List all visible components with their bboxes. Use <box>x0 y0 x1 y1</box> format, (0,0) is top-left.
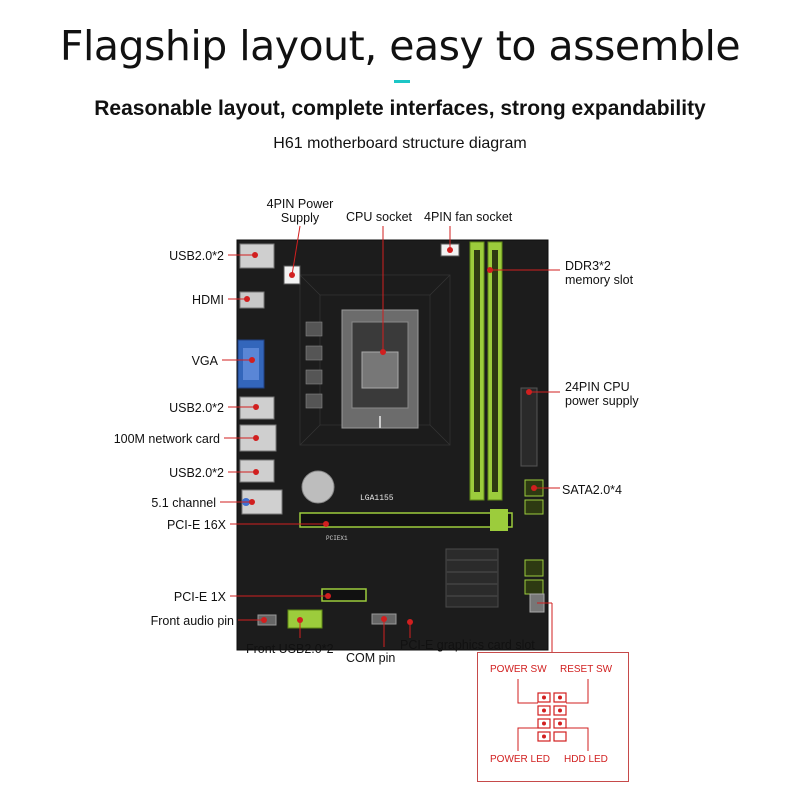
fp-power-sw: POWER SW <box>490 664 547 675</box>
label-front-audio: Front audio pin <box>150 614 234 628</box>
label-power4: 4PIN Power Supply <box>262 197 338 225</box>
label-power24-line1: 24PIN CPU <box>565 380 630 394</box>
hdmi-port <box>239 291 265 309</box>
callout-lines <box>220 225 560 652</box>
label-power24-line2: power supply <box>565 394 639 408</box>
fp-power-led: POWER LED <box>490 754 551 765</box>
diagram-caption: H61 motherboard structure diagram <box>273 135 527 152</box>
usb-top-port <box>239 243 275 269</box>
label-ddr3: DDR3*2 memory slot <box>565 259 633 287</box>
label-ddr3-line2: memory slot <box>565 273 634 287</box>
sata-port-2 <box>524 499 544 515</box>
label-power24: 24PIN CPU power supply <box>565 380 639 408</box>
label-cpu-socket: CPU socket <box>346 210 412 224</box>
label-lan: 100M network card <box>113 432 220 446</box>
sata-port-3 <box>524 559 544 577</box>
fp-hdd-led: HDD LED <box>564 754 608 765</box>
pcie16-silkscreen: PCIEX1 <box>326 535 348 542</box>
label-power4-line1: 4PIN Power <box>266 197 334 211</box>
heatsink-fins <box>446 559 498 597</box>
pcie1-slot <box>321 588 367 602</box>
chipset-heatsink <box>445 548 499 608</box>
fp-reset-sw: RESET SW <box>560 664 613 675</box>
label-power4-line2: Supply <box>280 211 320 225</box>
power24-connector <box>520 387 538 467</box>
accent-dash <box>394 80 410 83</box>
fp-pin-diagram <box>517 679 589 751</box>
label-pcie16: PCI-E 16X <box>166 518 226 532</box>
label-fan: 4PIN fan socket <box>424 210 513 224</box>
label-ddr3-line1: DDR3*2 <box>565 259 611 273</box>
label-sata: SATA2.0*4 <box>562 483 622 497</box>
cmos-battery <box>301 470 335 504</box>
label-usb-top: USB2.0*2 <box>169 249 224 263</box>
vrm-chokes <box>305 321 323 409</box>
label-pcie-gfx: PCI-E graphics card slot <box>400 638 535 652</box>
label-audio: 5.1 channel <box>151 496 216 510</box>
label-vga: VGA <box>191 354 218 368</box>
label-usb-mid: USB2.0*2 <box>169 401 224 415</box>
front-panel-pinout: POWER SW RESET SW POWER LED HDD LED <box>477 652 629 782</box>
headline: Flagship layout, easy to assemble <box>59 22 741 70</box>
label-usb-low: USB2.0*2 <box>169 466 224 480</box>
label-front-usb: Front USB2.0*2 <box>246 642 334 656</box>
label-com: COM pin <box>346 651 396 665</box>
socket-silkscreen: LGA1155 <box>360 494 394 503</box>
sata-port-4 <box>524 579 544 595</box>
front-usb-header <box>287 609 323 629</box>
label-pcie1: PCI-E 1X <box>173 590 226 604</box>
subheadline: Reasonable layout, complete interfaces, … <box>94 97 706 120</box>
pcie16-slot <box>299 512 513 528</box>
label-hdmi: HDMI <box>192 293 224 307</box>
